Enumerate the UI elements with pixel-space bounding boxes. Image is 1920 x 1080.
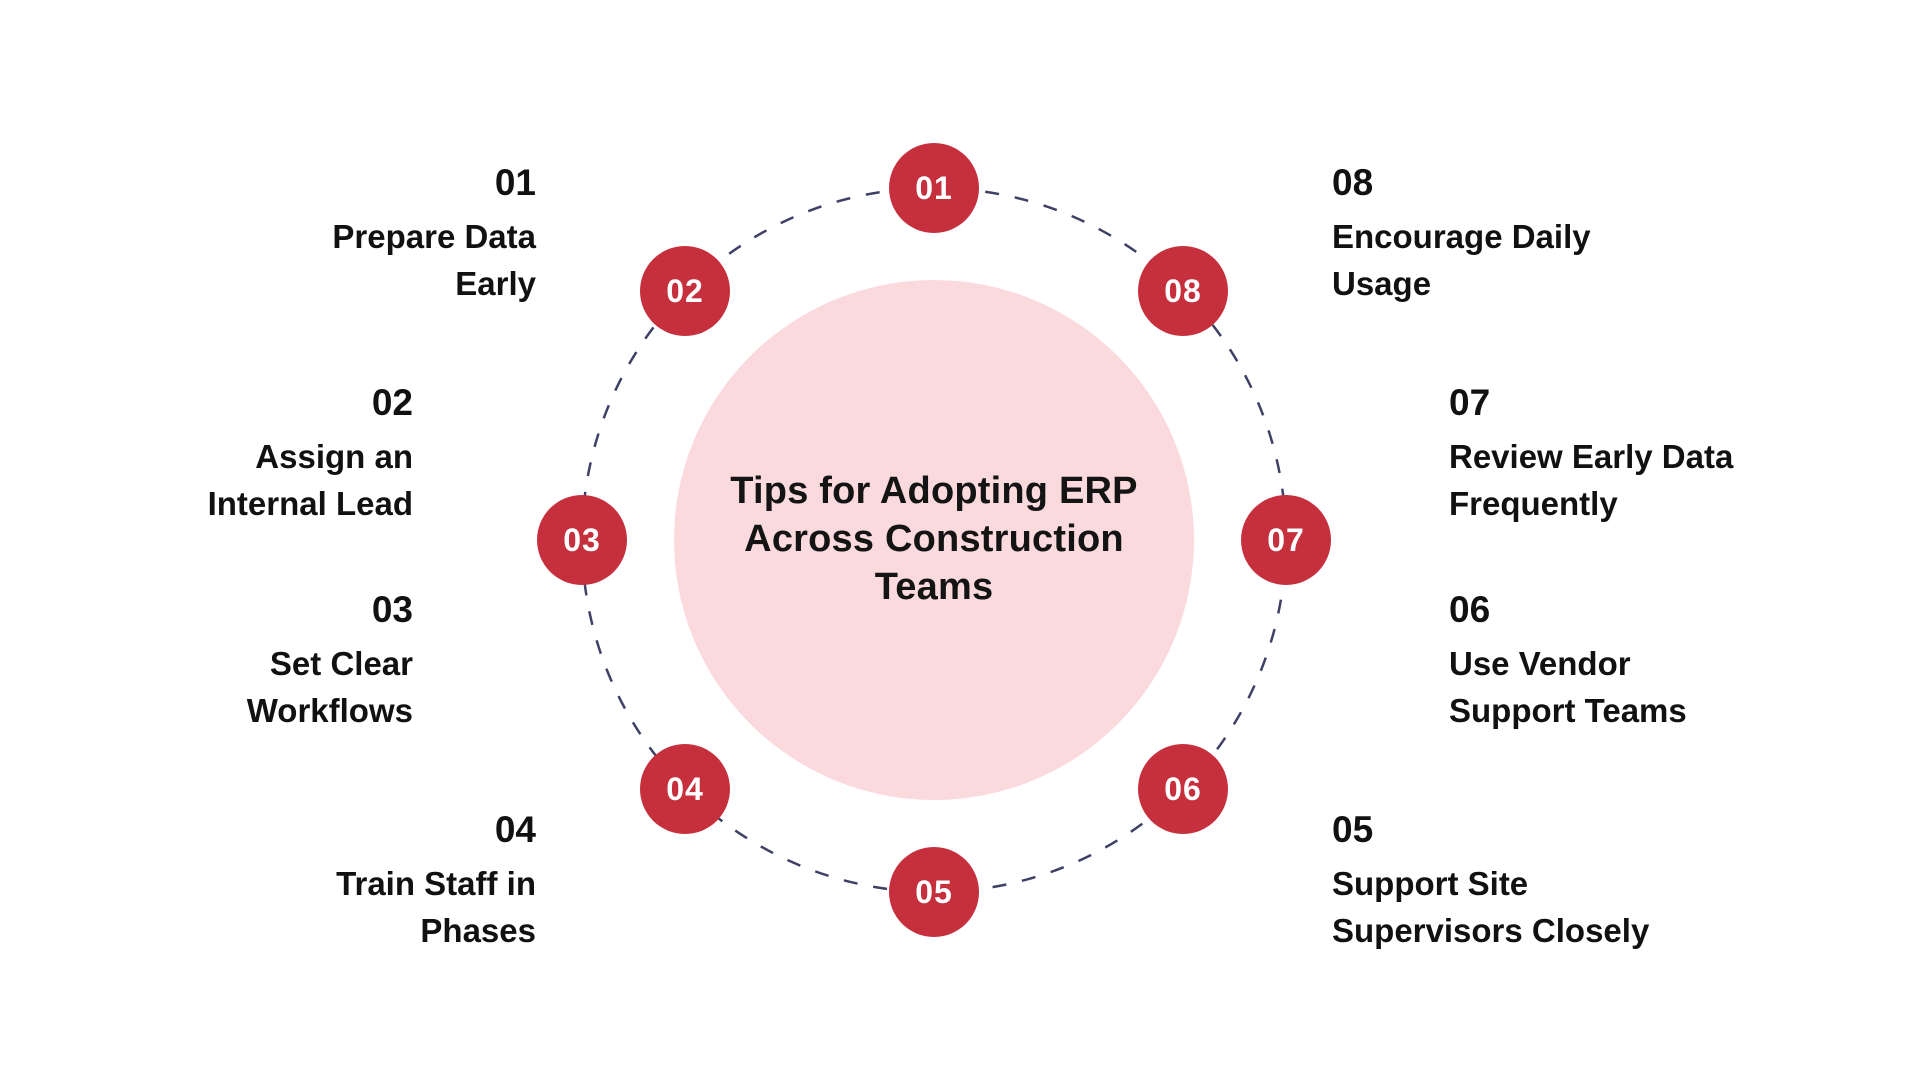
step-label-08: 08 Encourage Daily Usage xyxy=(1332,162,1591,307)
step-node-03: 03 xyxy=(537,495,627,585)
center-circle: Tips for Adopting ERP Across Constructio… xyxy=(674,280,1194,800)
step-number: 07 xyxy=(1449,382,1491,423)
step-title: Encourage Daily Usage xyxy=(1332,217,1591,302)
step-node-06: 06 xyxy=(1138,744,1228,834)
step-node-number: 06 xyxy=(1164,770,1202,807)
step-title: Review Early Data Frequently xyxy=(1449,437,1734,522)
step-node-01: 01 xyxy=(889,143,979,233)
step-number: 03 xyxy=(371,589,413,630)
step-node-number: 04 xyxy=(666,770,704,807)
step-number: 04 xyxy=(494,809,536,850)
step-number: 08 xyxy=(1332,162,1374,203)
step-label-07: 07 Review Early Data Frequently xyxy=(1449,382,1734,527)
step-number: 02 xyxy=(371,382,413,423)
step-label-05: 05 Support Site Supervisors Closely xyxy=(1332,809,1650,954)
step-title: Train Staff in Phases xyxy=(336,864,536,949)
step-node-number: 03 xyxy=(563,521,601,558)
step-node-number: 07 xyxy=(1267,521,1305,558)
step-title: Set Clear Workflows xyxy=(246,644,413,729)
step-title: Assign an Internal Lead xyxy=(207,437,413,522)
step-node-number: 08 xyxy=(1164,272,1202,309)
step-node-08: 08 xyxy=(1138,246,1228,336)
step-label-06: 06 Use Vendor Support Teams xyxy=(1449,589,1687,734)
step-title: Prepare Data Early xyxy=(332,217,536,302)
step-label-01: 01 Prepare Data Early xyxy=(332,162,536,307)
diagram-title: Tips for Adopting ERP Across Constructio… xyxy=(730,470,1138,608)
step-node-number: 05 xyxy=(915,873,953,910)
step-number: 06 xyxy=(1449,589,1491,630)
step-title: Support Site Supervisors Closely xyxy=(1332,864,1650,949)
step-node-02: 02 xyxy=(640,246,730,336)
step-number: 01 xyxy=(494,162,536,203)
step-label-04: 04 Train Staff in Phases xyxy=(336,809,536,954)
step-node-number: 02 xyxy=(666,272,704,309)
step-node-04: 04 xyxy=(640,744,730,834)
step-node-07: 07 xyxy=(1241,495,1331,585)
step-label-02: 02 Assign an Internal Lead xyxy=(207,382,413,527)
step-number: 05 xyxy=(1332,809,1374,850)
step-node-number: 01 xyxy=(915,169,953,206)
step-label-03: 03 Set Clear Workflows xyxy=(246,589,413,734)
step-node-05: 05 xyxy=(889,847,979,937)
step-title: Use Vendor Support Teams xyxy=(1449,644,1687,729)
